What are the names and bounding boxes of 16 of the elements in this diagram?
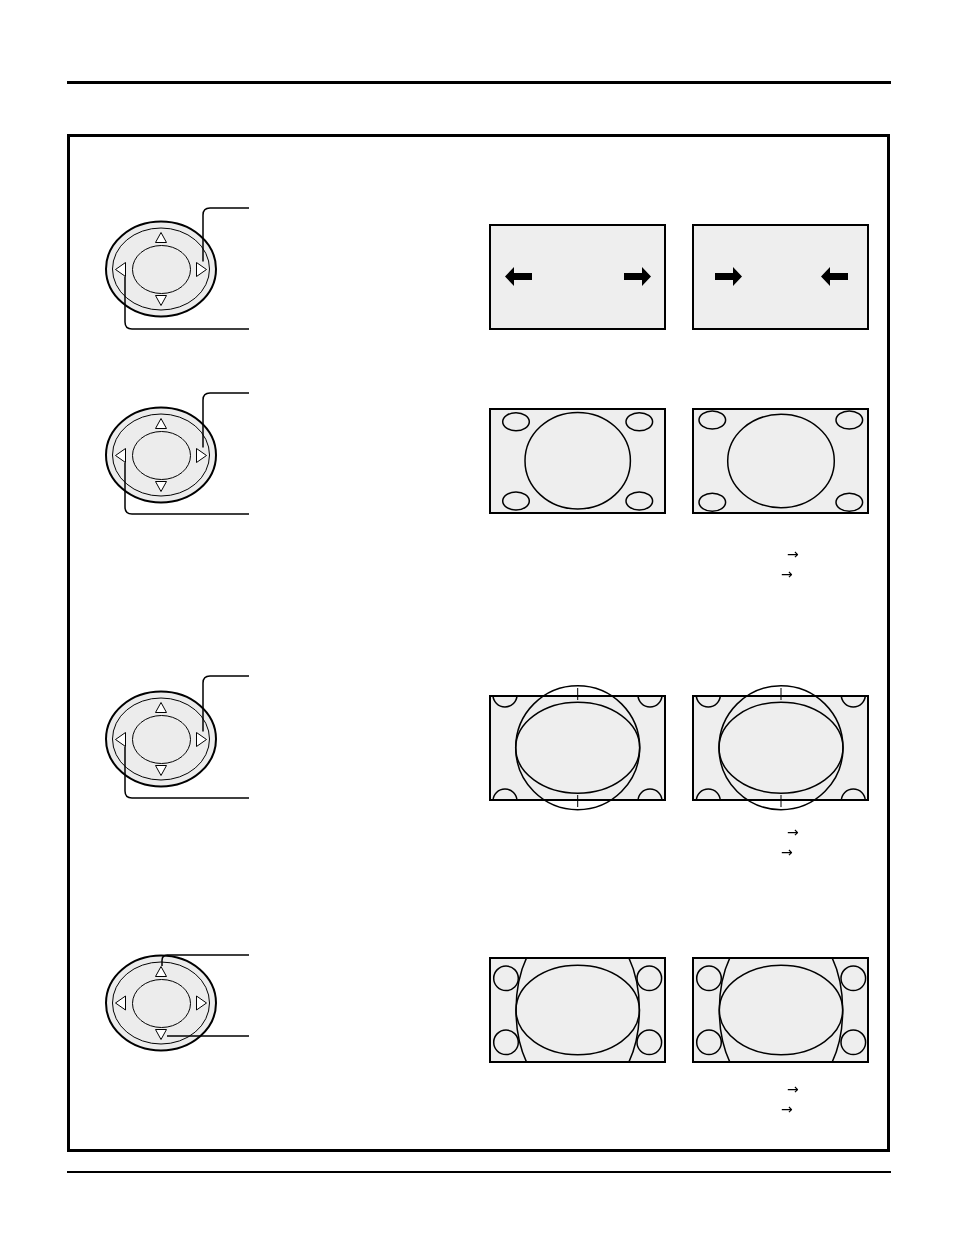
up-arrow-button	[155, 966, 167, 977]
left-arrow-button	[115, 447, 126, 463]
leader-line	[161, 954, 250, 967]
arrow-symbol: →	[787, 825, 799, 839]
left-arrow-button	[115, 731, 126, 747]
left-arrow-button	[115, 261, 126, 277]
arrow-symbol: →	[781, 567, 793, 581]
arrow-symbol: →	[787, 547, 799, 561]
arrow-symbol: →	[787, 1082, 799, 1096]
arrow-symbol: →	[781, 1102, 793, 1116]
right-arrow-button	[196, 731, 207, 747]
arrow-symbol: →	[781, 845, 793, 859]
leader-line	[166, 1035, 250, 1037]
right-arrow-button	[196, 261, 207, 277]
down-arrow-button	[155, 1029, 167, 1040]
right-arrow-button	[196, 447, 207, 463]
